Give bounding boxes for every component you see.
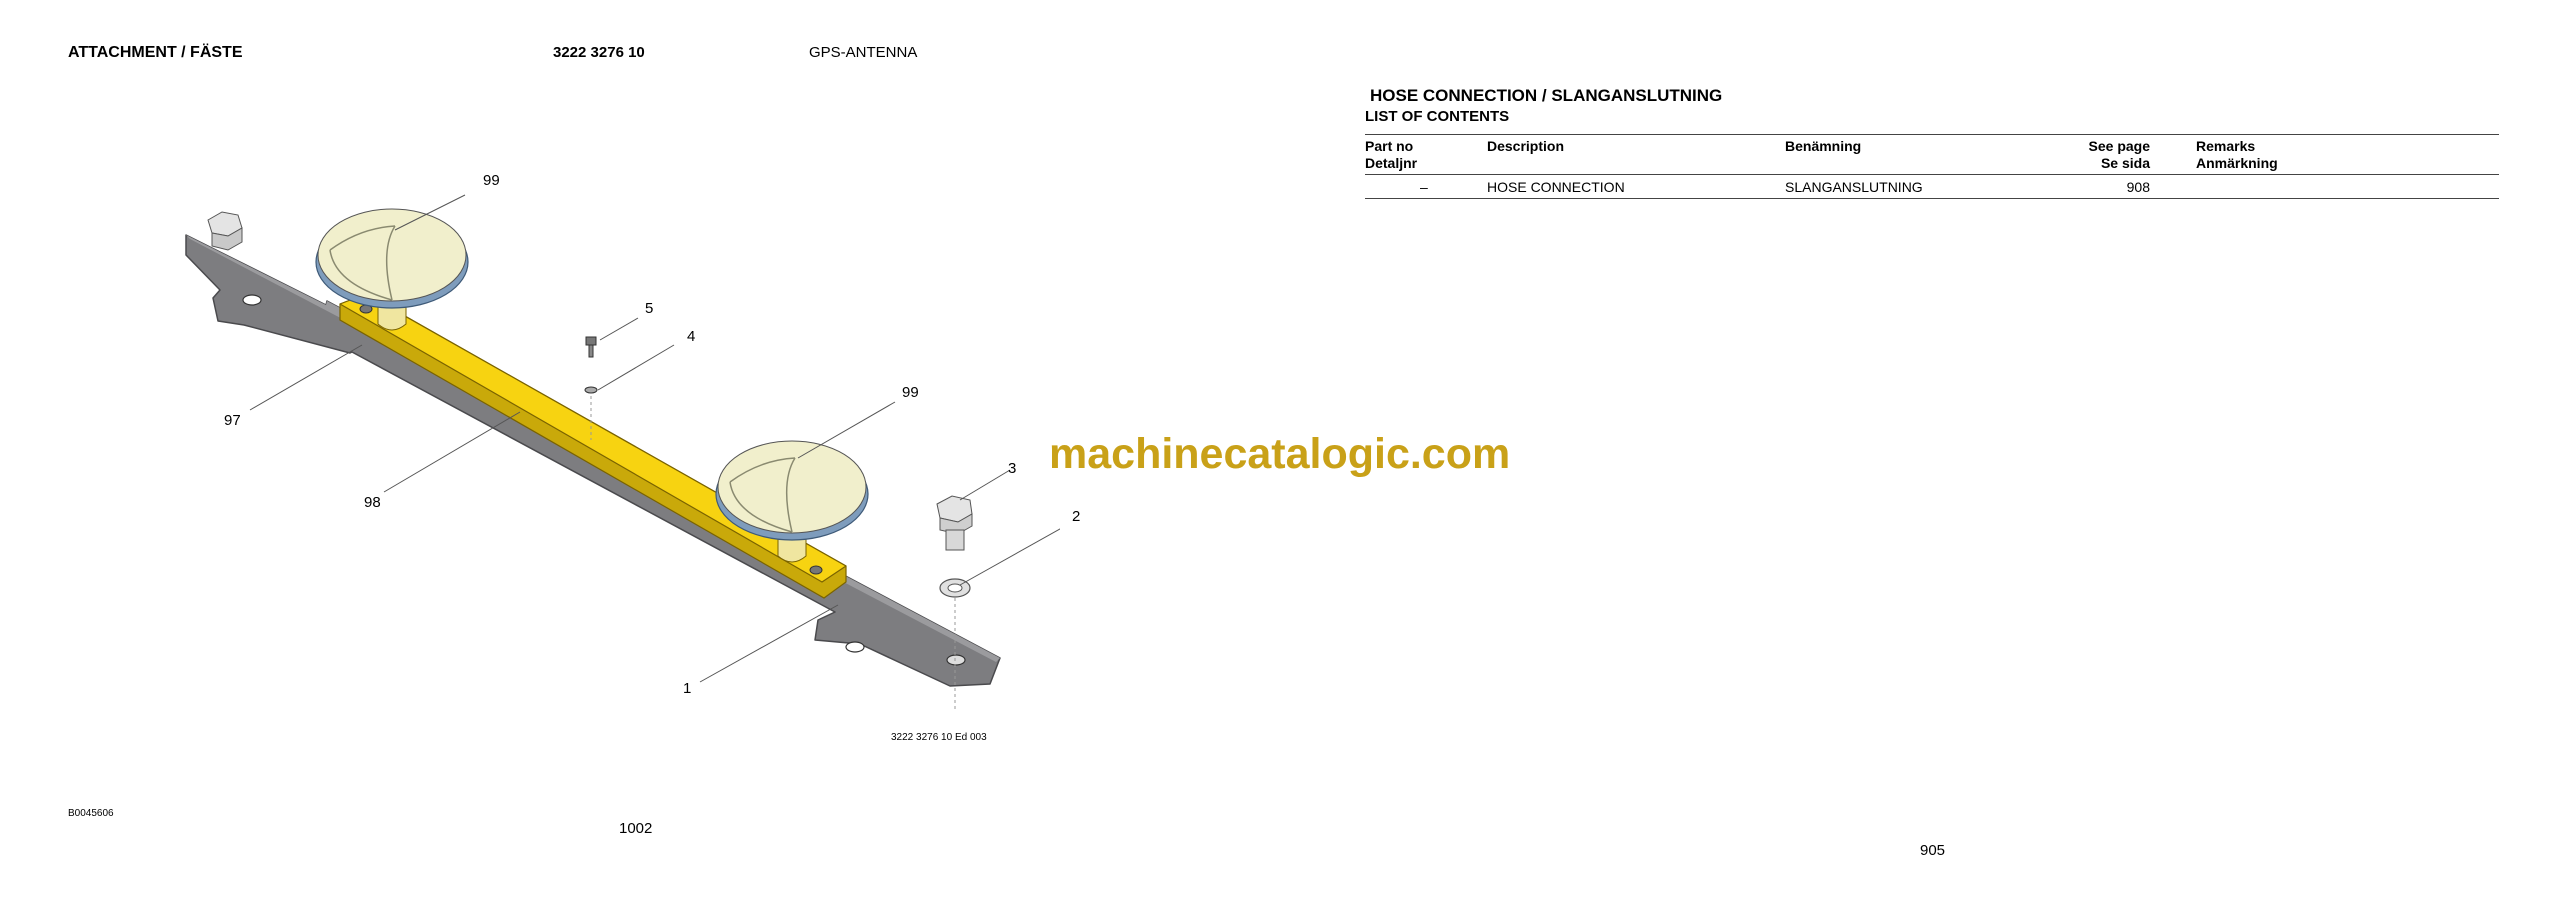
col-benamning: Benämning xyxy=(1785,138,1862,154)
bracket-hole xyxy=(242,294,262,306)
callout-2: 2 xyxy=(1072,508,1081,525)
exploded-view-drawing xyxy=(185,194,1060,710)
document-code: B0045606 xyxy=(68,808,114,819)
small-washer xyxy=(584,386,598,394)
callout-98: 98 xyxy=(364,494,381,511)
page-number-left: 1002 xyxy=(619,820,653,837)
page-number-right: 905 xyxy=(1920,842,1946,859)
bracket-hole xyxy=(946,654,966,666)
row-part-no: – xyxy=(1420,179,1428,195)
table-bottom-rule xyxy=(1365,198,2499,199)
small-screw xyxy=(585,336,597,358)
contents-title: HOSE CONNECTION / SLANGANSLUTNING xyxy=(1370,86,1723,105)
callout-1: 1 xyxy=(683,680,692,697)
contents-subtitle: LIST OF CONTENTS xyxy=(1365,108,1510,125)
watermark: machinecatalogic.com xyxy=(1049,430,1511,478)
col-description: Description xyxy=(1487,138,1565,154)
section-title: ATTACHMENT / FÄSTE xyxy=(68,44,243,61)
table-top-rule xyxy=(1365,134,2499,135)
leader-lines xyxy=(249,194,1060,683)
row-benamning: SLANGANSLUTNING xyxy=(1785,179,1923,195)
col-part-no: Part no Detaljnr xyxy=(1365,138,1418,171)
callout-3: 3 xyxy=(1008,460,1017,477)
callout-97: 97 xyxy=(224,412,241,429)
yellow-mount-plate xyxy=(339,293,847,599)
row-description: HOSE CONNECTION xyxy=(1487,179,1625,195)
bracket-hole xyxy=(845,641,865,653)
drawing-reference: 3222 3276 10 Ed 003 xyxy=(891,732,987,743)
col-remarks: Remarks Anmärkning xyxy=(2196,138,2278,171)
callout-4: 4 xyxy=(687,328,696,345)
callout-99-top: 99 xyxy=(483,172,500,189)
callout-99-bottom: 99 xyxy=(902,384,919,401)
bracket-bolt xyxy=(207,211,243,251)
col-see-page: See page Se sida xyxy=(2088,138,2150,171)
part-name: GPS-ANTENNA xyxy=(809,44,918,61)
gps-antenna-1 xyxy=(315,208,469,331)
gps-antenna-2 xyxy=(715,440,869,563)
part-number: 3222 3276 10 xyxy=(553,44,645,61)
callout-5: 5 xyxy=(645,300,654,317)
row-see-page[interactable]: 908 xyxy=(2126,179,2150,195)
table-header-rule xyxy=(1365,174,2499,175)
large-bolt xyxy=(936,495,973,551)
